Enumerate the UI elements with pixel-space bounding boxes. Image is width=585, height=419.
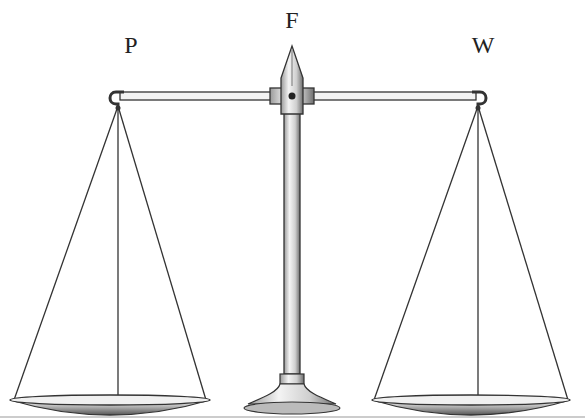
collar [280, 374, 304, 384]
pointer-line [292, 50, 293, 86]
pivot [289, 93, 296, 100]
column [284, 112, 300, 374]
hook-ring [116, 106, 121, 111]
hook-ring [476, 106, 481, 111]
hook [110, 92, 124, 108]
base-foot [244, 402, 340, 414]
base [248, 384, 336, 404]
pan-rim [10, 395, 210, 405]
part-label: W [472, 33, 495, 57]
hook [472, 92, 486, 108]
part-label: F [285, 8, 298, 32]
pan-rim [372, 395, 570, 405]
pan-strings [14, 106, 568, 400]
ground-line [0, 417, 585, 418]
part-label: P [124, 33, 137, 57]
pointer [281, 46, 303, 114]
